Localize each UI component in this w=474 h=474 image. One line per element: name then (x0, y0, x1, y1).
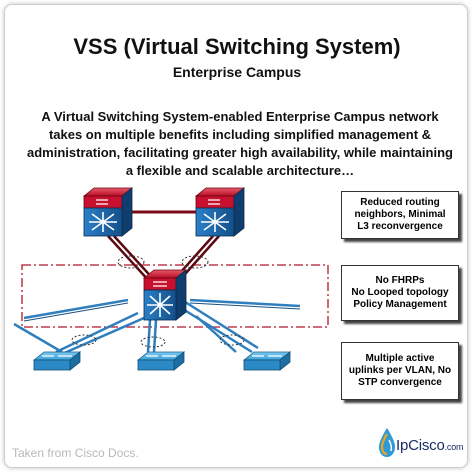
access-switch-icon (242, 351, 292, 371)
benefit-line: L3 reconvergence (357, 221, 443, 232)
droplet-logo-icon (379, 428, 395, 457)
access-switch-icon (136, 351, 186, 371)
benefit-line: uplinks per VLAN, No (348, 365, 452, 376)
etherchannel-marker (71, 334, 97, 346)
benefit-box-uplinks: Multiple active uplinks per VLAN, No STP… (341, 342, 459, 400)
benefit-line: No FHRPs (375, 275, 425, 286)
etherchannel-marker (181, 255, 209, 269)
page-subtitle: Enterprise Campus (172, 64, 302, 80)
source-credit: Taken from Cisco Docs. (12, 446, 139, 460)
benefit-box-fhrp: No FHRPs No Looped topology Policy Manag… (341, 265, 459, 321)
benefit-line: Multiple active (365, 353, 435, 364)
distribution-switch-icon (142, 269, 188, 321)
benefit-box-routing: Reduced routing neighbors, Minimal L3 re… (341, 191, 459, 239)
benefit-line: No Looped topology (351, 287, 449, 298)
ipcisco-logo[interactable]: IpCisco.com (376, 424, 466, 464)
description-line: a flexible and scalable architecture… (125, 163, 355, 178)
benefit-line: STP convergence (358, 377, 442, 388)
card-frame (4, 4, 468, 468)
access-uplink-shadows (23, 302, 301, 322)
page-title: VSS (Virtual Switching System) (73, 34, 401, 59)
core-switch-icon (194, 187, 246, 237)
description: A Virtual Switching System-enabled Enter… (24, 108, 456, 180)
logo-text: IpCisco.com (396, 437, 464, 454)
etherchannel-marker (140, 336, 166, 348)
vss-domain-boundary (21, 264, 329, 328)
core-switch-icon (82, 187, 134, 237)
benefit-line: neighbors, Minimal (354, 209, 446, 220)
description-line: administration, facilitating greater hig… (27, 145, 453, 160)
access-uplinks (13, 298, 301, 356)
benefit-line: Reduced routing (360, 197, 440, 208)
description-line: takes on multiple benefits including sim… (48, 127, 432, 142)
description-line: A Virtual Switching System-enabled Enter… (41, 109, 439, 124)
access-switch-icon (32, 351, 82, 371)
etherchannel-marker (117, 255, 145, 269)
benefit-line: Policy Management (353, 299, 447, 310)
etherchannel-marker (219, 334, 245, 346)
